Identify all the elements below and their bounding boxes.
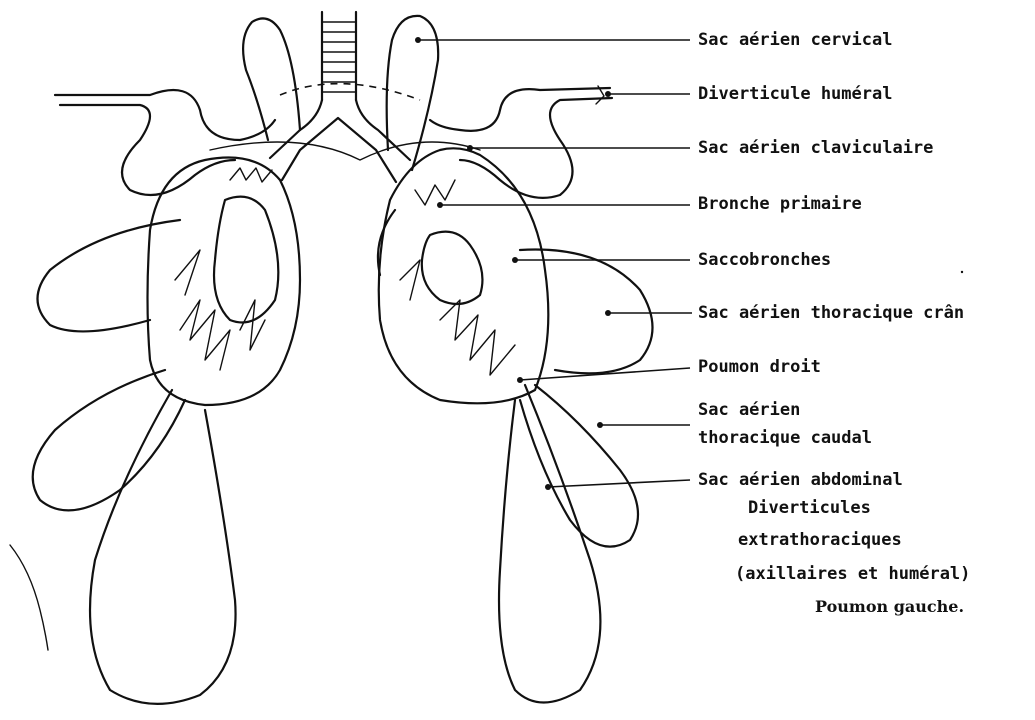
speck bbox=[961, 271, 963, 273]
label-poumon-droit: Poumon droit bbox=[698, 357, 821, 377]
edge-mark bbox=[10, 545, 48, 650]
label-diverticules-line3: (axillaires et huméral) bbox=[735, 564, 970, 584]
label-saccobronches: Saccobronches bbox=[698, 250, 831, 270]
label-sac-aerien-claviculaire: Sac aérien claviculaire bbox=[698, 138, 933, 158]
label-sac-aerien-thoracique-cran: Sac aérien thoracique crân bbox=[698, 303, 964, 323]
label-sac-aerien-cervical: Sac aérien cervical bbox=[698, 30, 892, 50]
label-poumon-gauche: Poumon gauche. bbox=[815, 597, 964, 617]
label-diverticules-line2: extrathoraciques bbox=[738, 530, 902, 550]
clavicular-air-sac bbox=[55, 84, 612, 198]
right-lung bbox=[148, 158, 301, 406]
cranial-thoracic-air-sacs bbox=[38, 210, 653, 373]
left-lung bbox=[379, 148, 549, 403]
label-bronche-primaire: Bronche primaire bbox=[698, 194, 862, 214]
trachea bbox=[270, 12, 410, 182]
label-sac-aerien-abdominal: Sac aérien abdominal bbox=[698, 470, 903, 490]
label-sac-aerien-caudal-line2: thoracique caudal bbox=[698, 428, 872, 448]
cervical-air-sacs bbox=[243, 16, 438, 170]
label-diverticules-line1: Diverticules bbox=[748, 498, 871, 518]
label-diverticule-humeral: Diverticule huméral bbox=[698, 84, 892, 104]
caudal-thoracic-air-sacs bbox=[33, 370, 638, 547]
label-sac-aerien-caudal-line1: Sac aérien bbox=[698, 400, 800, 420]
